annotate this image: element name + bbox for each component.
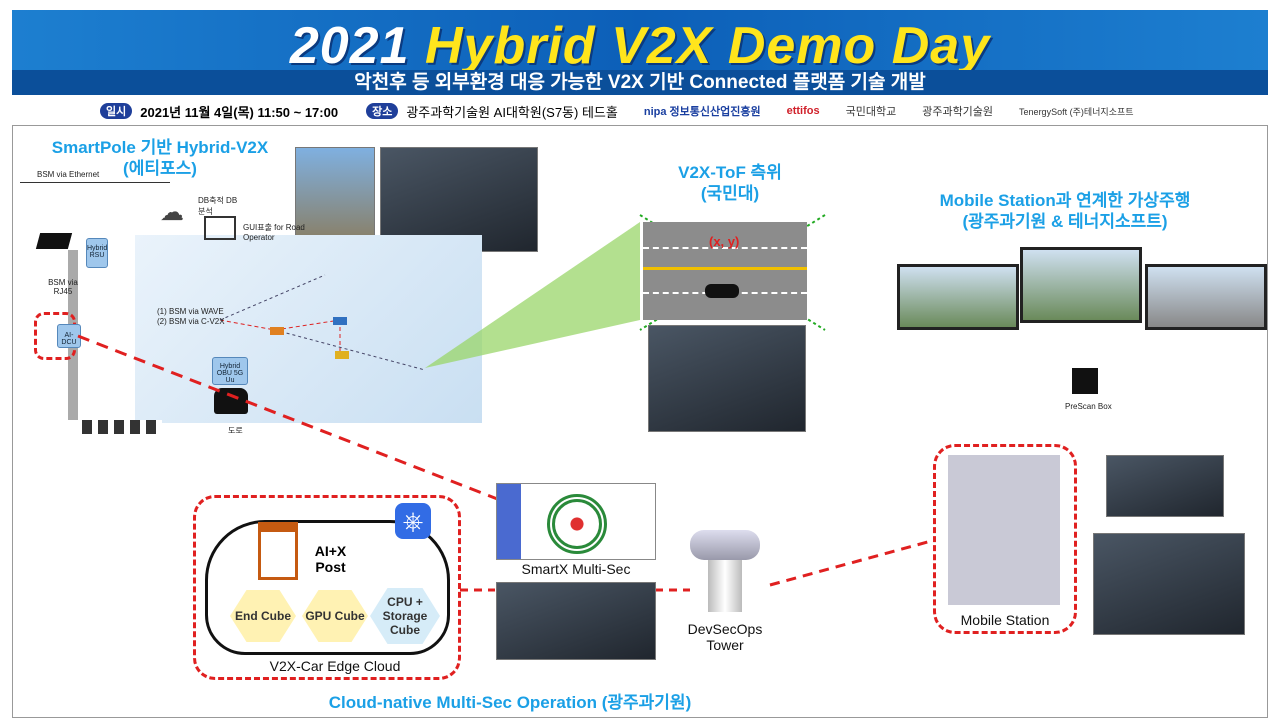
tower-label: DevSecOps Tower xyxy=(687,621,763,653)
page-title: 2021 Hybrid V2X Demo Day xyxy=(12,16,1268,76)
aidcu-box: AI-DCU xyxy=(57,324,81,348)
car-icon xyxy=(214,388,248,414)
cloud-shape xyxy=(205,520,450,655)
ethernet-line xyxy=(20,182,170,183)
monitor-icon xyxy=(204,216,236,240)
simulator-screen-center xyxy=(1020,247,1142,323)
end-cube: End Cube xyxy=(230,590,296,642)
simulator-screen-left xyxy=(897,264,1019,330)
mobile-station-photo xyxy=(948,455,1060,605)
smartx-screenshot xyxy=(496,483,656,560)
tower-body xyxy=(708,560,742,612)
gpu-cube: GPU Cube xyxy=(302,590,368,642)
mobile-station-highlight xyxy=(933,444,1077,634)
mobile-station-label: Mobile Station xyxy=(960,612,1050,628)
car-icon xyxy=(705,284,739,298)
smartpole-photo xyxy=(295,147,375,252)
event-info: 일시 2021년 11월 4일(목) 11:50 ~ 17:00 장소 광주과학… xyxy=(100,100,1180,122)
crosswalk xyxy=(82,420,162,434)
title-banner: 2021 Hybrid V2X Demo Day 악천후 등 외부환경 대응 가… xyxy=(12,10,1268,95)
car-icon xyxy=(335,351,349,359)
network-links xyxy=(219,274,426,371)
smartpole-title-2: (에티포스) xyxy=(123,159,197,178)
car-icon xyxy=(270,327,284,335)
bsm-ethernet-label: BSM via Ethernet xyxy=(37,170,100,179)
operation-room-photo xyxy=(496,582,656,660)
wave-label: (1) BSM via WAVE xyxy=(157,307,224,316)
tower-icon xyxy=(258,522,298,580)
prescan-box xyxy=(1072,368,1098,394)
tof-title-2: (국민대) xyxy=(700,184,760,203)
subtitle: 악천후 등 외부환경 대응 가능한 V2X 기반 Connected 플랫폼 기… xyxy=(12,70,1268,95)
car-icon xyxy=(333,317,347,325)
mobile-title-2: (광주과기원 & 테너지소프트) xyxy=(962,212,1168,231)
place: 광주과학기술원 AI대학원(S7동) 테드홀 xyxy=(406,104,618,120)
mobile-title: Mobile Station과 연계한 가상주행 (광주과기원 & 테너지소프트) xyxy=(900,190,1230,232)
smartpole-title: SmartPole 기반 Hybrid-V2X (에티포스) xyxy=(25,137,295,179)
obu-box: Hybrid OBU 5G Uu xyxy=(212,357,248,385)
date-label: 일시 xyxy=(100,103,133,119)
devsecops-tower-icon xyxy=(690,530,760,560)
logo-kookmin: 국민대학교 xyxy=(845,106,897,118)
logo-tenergysoft: TenergySoft (주)테너지소프트 xyxy=(1019,106,1134,117)
place-label: 장소 xyxy=(366,103,399,119)
cv2x-label: (2) BSM via C-V2X xyxy=(157,317,225,326)
demo-room-photo xyxy=(380,147,538,252)
simulator-screen-right xyxy=(1145,264,1267,330)
edge-cloud-highlight xyxy=(193,495,461,680)
smartx-label: SmartX Multi-Sec xyxy=(521,561,631,577)
driving-screens-photo xyxy=(1106,455,1224,517)
rsu-box: Hybrid RSU xyxy=(86,238,108,268)
logo-gist: 광주과학기술원 xyxy=(922,106,994,118)
title-text: Hybrid V2X Demo Day xyxy=(424,17,991,75)
ai-post-label: AI+X Post xyxy=(314,543,347,575)
bsm-rj45-label: BSM via RJ45 xyxy=(48,278,78,296)
road-label: 도로 xyxy=(228,426,243,435)
prescan-label: PreScan Box xyxy=(1065,402,1112,411)
position-label: (x, y) xyxy=(709,234,740,249)
mobile-demo-photo xyxy=(1093,533,1245,635)
tof-title: V2X-ToF 측위 (국민대) xyxy=(640,162,820,204)
cloud-sync-icon: ☁ xyxy=(160,199,184,226)
smartpole-title-1: SmartPole 기반 Hybrid-V2X xyxy=(51,138,269,157)
edge-cloud-label: V2X-Car Edge Cloud xyxy=(269,658,401,674)
tof-beam xyxy=(425,222,640,368)
db-label: DB축적 DB분석 xyxy=(198,196,238,216)
gui-label: GUI표출 for Road Operator xyxy=(243,223,305,242)
content-frame xyxy=(12,125,1268,718)
v2x-network-map: (1) BSM via WAVE (2) BSM via C-V2X xyxy=(135,235,482,423)
tof-demo-photo xyxy=(648,325,806,432)
title-year: 2021 xyxy=(289,17,410,75)
tof-title-1: V2X-ToF 측위 xyxy=(678,163,782,182)
date: 2021년 11월 4일(목) 11:50 ~ 17:00 xyxy=(140,104,339,120)
cloud-footer-title: Cloud-native Multi-Sec Operation (광주과기원) xyxy=(328,693,692,712)
logo-ettifos: ettifos xyxy=(786,105,820,117)
kubernetes-icon: ⎈ xyxy=(395,503,431,539)
logo-nipa: nipa 정보통신산업진흥원 xyxy=(643,106,761,118)
mobile-title-1: Mobile Station과 연계한 가상주행 xyxy=(939,191,1191,210)
road-diagram: (x, y) xyxy=(643,222,807,320)
